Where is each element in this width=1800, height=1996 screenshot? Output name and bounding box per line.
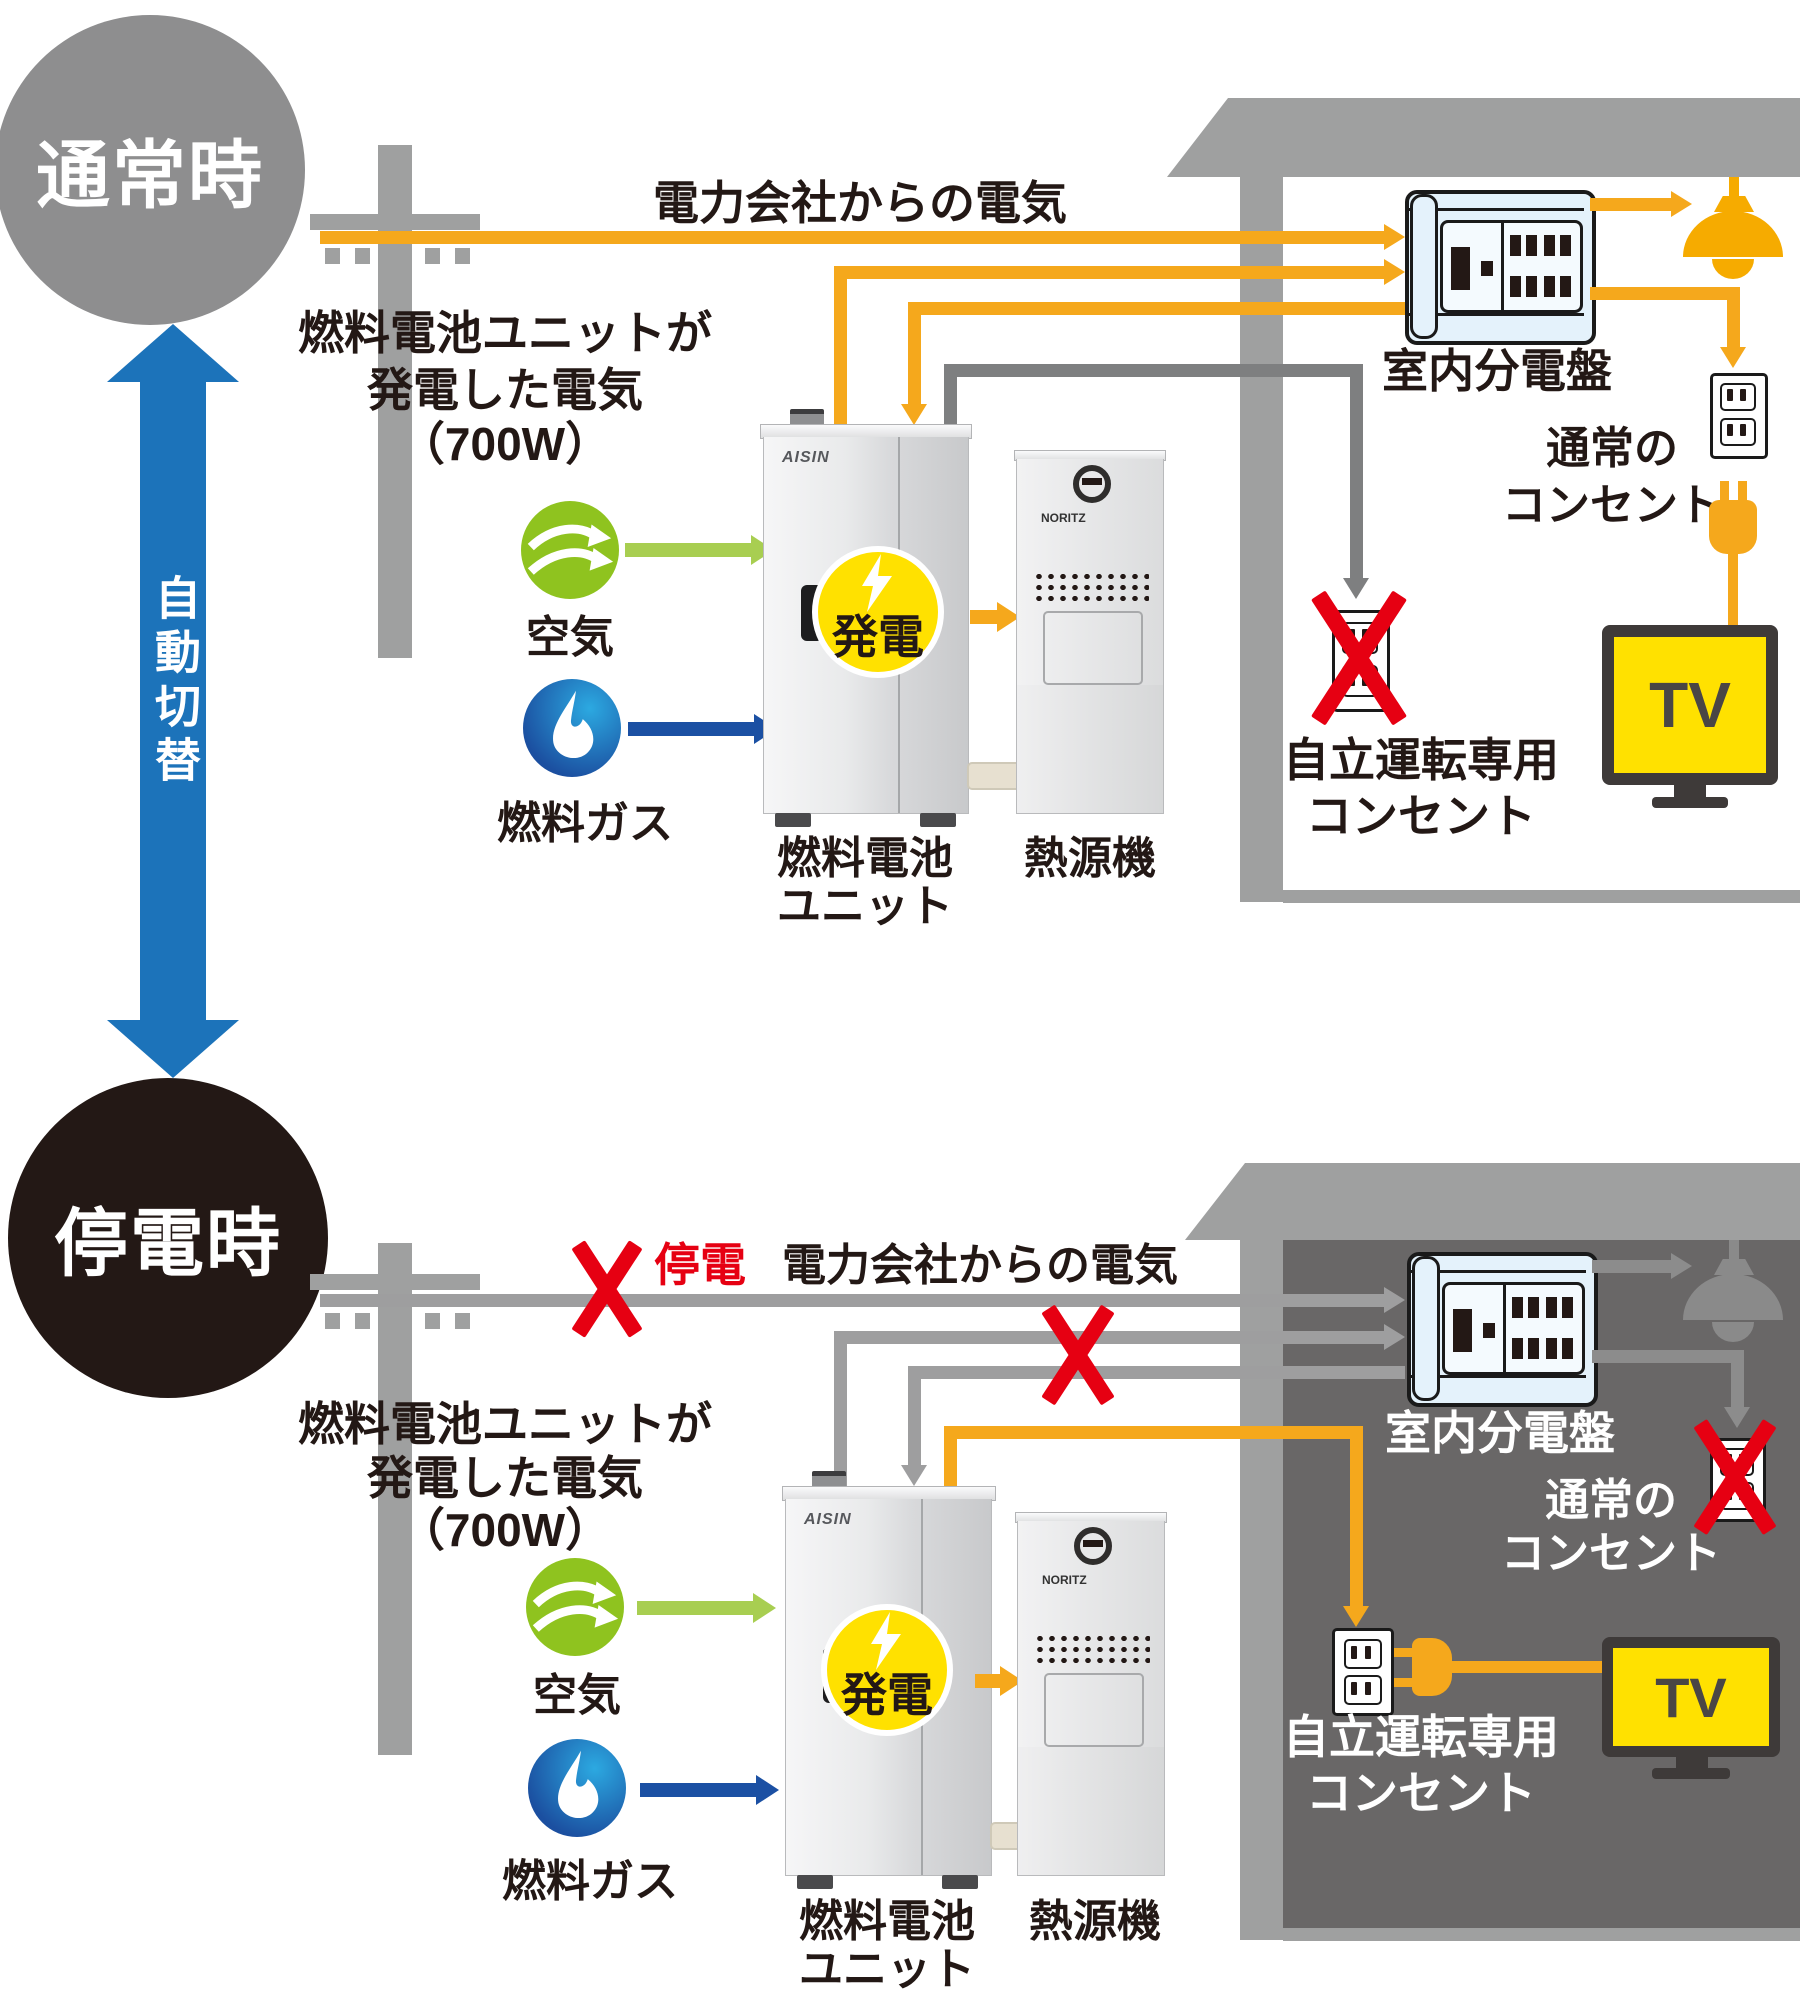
air-arrowhead-icon (753, 1593, 776, 1623)
unit-heater-arrow (970, 610, 998, 624)
grid-power-label: 電力会社からの電気 (653, 177, 1067, 229)
lamp-feed-line (1590, 198, 1672, 211)
gas-arrowhead-icon (756, 1775, 779, 1805)
generation-icon: 発電 (812, 546, 944, 678)
generation-icon: 発電 (821, 1604, 953, 1736)
dedicated-outlet-icon (1332, 1628, 1394, 1716)
unit-heater-arrow (975, 1674, 1001, 1688)
air-label: 空気 (526, 613, 614, 662)
normal-badge (0, 15, 305, 325)
air-arrow (637, 1601, 755, 1615)
outage-mark-label: 停電 (654, 1239, 746, 1291)
dedicated-feed-line-inactive (944, 364, 1357, 377)
tv-icon: TV (1602, 625, 1778, 785)
fuel-cell-brand: AISIN (804, 1511, 852, 1528)
grid-power-line (320, 231, 1385, 244)
grid-power-label: 電力会社からの電気 (782, 1241, 1178, 1290)
gas-arrow (628, 722, 756, 736)
normal-badge-label: 通常時 (36, 134, 264, 217)
unit-to-panel-arrowhead-icon (1384, 259, 1405, 285)
unit-heater-arrowhead-icon (997, 602, 1020, 632)
outage-badge (8, 1078, 328, 1398)
x-icon (1043, 1308, 1113, 1402)
lamp-feed-arrowhead-icon (1671, 1253, 1692, 1279)
gas-flame-icon (528, 1739, 626, 1837)
unit-to-panel-line (834, 266, 1385, 279)
tv-screen: TV (1614, 637, 1766, 773)
outlet-feed-arrowhead-icon (1720, 347, 1746, 368)
grid-power-line-dead (320, 1294, 1385, 1307)
panel-to-unit-arrowhead-icon (901, 1465, 927, 1486)
dedicated-feed-line-active (944, 1426, 1363, 1439)
air-label: 空気 (533, 1671, 621, 1720)
dedicated-feed-arrowhead-icon (1343, 1606, 1369, 1627)
gas-arrow (640, 1783, 758, 1797)
air-icon (521, 501, 619, 599)
outage-badge-label: 停電時 (54, 1202, 282, 1285)
unit-to-panel-arrowhead-icon (1384, 1324, 1405, 1350)
lamp-feed-line-dead (1592, 1260, 1672, 1273)
grid-power-arrowhead-icon (1384, 224, 1405, 250)
gas-flame-icon (523, 679, 621, 777)
auto-switch-label: 自動切替 (149, 574, 201, 790)
grid-power-arrowhead-icon (1384, 1287, 1405, 1313)
panel-label: 室内分電盤 (1385, 1407, 1615, 1459)
heater-brand: NORITZ (1041, 511, 1086, 525)
panel-to-unit-line-dead (914, 1366, 1405, 1379)
gas-label: 燃料ガス (497, 799, 673, 848)
outlet-feed-line-dead (1592, 1350, 1744, 1363)
gas-label: 燃料ガス (502, 1857, 678, 1906)
heater-name: 熱源機 (1024, 834, 1156, 883)
generation-label: 発電 (841, 1669, 933, 1721)
outlet-feed-line (1590, 287, 1740, 300)
heater-name: 熱源機 (1029, 1897, 1161, 1946)
lamp-feed-arrowhead-icon (1671, 191, 1692, 217)
tv-screen: TV (1613, 1648, 1769, 1746)
fuel-cell-brand: AISIN (782, 449, 830, 466)
panel-to-unit-line (914, 302, 1405, 315)
panel-to-unit-arrowhead-icon (901, 404, 927, 425)
panel-label: 室内分電盤 (1382, 345, 1612, 397)
heater-brand: NORITZ (1042, 1573, 1087, 1587)
normal-outlet-icon (1710, 373, 1768, 459)
air-icon (526, 1558, 624, 1656)
air-arrow (625, 543, 753, 557)
unit-heater-pipe (967, 762, 1021, 790)
generation-label: 発電 (832, 611, 924, 663)
tv-icon: TV (1602, 1637, 1780, 1757)
x-icon (1312, 592, 1406, 724)
